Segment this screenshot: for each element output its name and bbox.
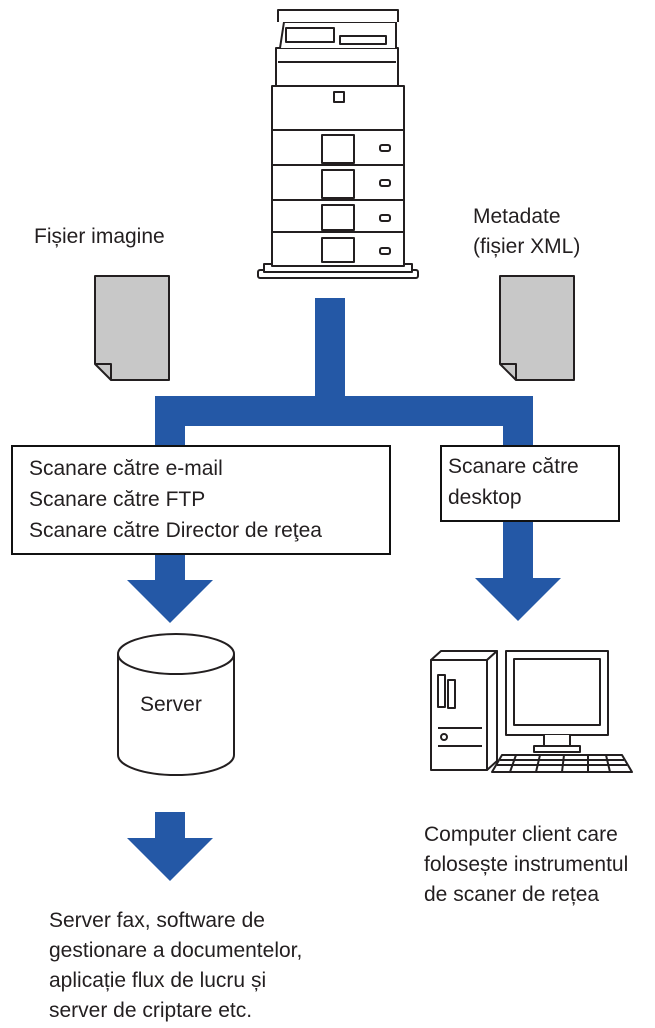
- metadata-label-line1: Metadate: [473, 205, 561, 228]
- client-label-line3: de scaner de rețea: [424, 883, 600, 906]
- metadata-label-line2: (fișier XML): [473, 235, 581, 258]
- client-computer-icon: [430, 650, 633, 773]
- bottom-label-line2: gestionare a documentelor,: [49, 939, 303, 962]
- distribution-arrows: [127, 298, 561, 881]
- client-label-line1: Computer client care: [424, 823, 618, 846]
- server-label: Server: [140, 693, 202, 716]
- scan-to-desktop-line1: Scanare către: [448, 455, 579, 478]
- client-label-line2: folosește instrumentul: [424, 853, 629, 876]
- bottom-label-line3: aplicație flux de lucru și: [49, 969, 267, 992]
- scan-to-desktop-box: Scanare către desktop: [440, 445, 620, 522]
- image-file-document-icon: [94, 275, 170, 381]
- server-icon: [117, 633, 235, 776]
- printer-icon: [257, 9, 419, 279]
- scan-to-desktop-line2: desktop: [448, 486, 522, 509]
- metadata-document-icon: [499, 275, 575, 381]
- scan-to-email-label: Scanare către e-mail: [29, 457, 223, 480]
- image-file-label: Fișier imagine: [34, 225, 165, 248]
- bottom-label-line4: server de criptare etc.: [49, 999, 253, 1022]
- scan-destinations-box: Scanare către e-mail Scanare către FTP S…: [11, 445, 391, 555]
- scan-to-ftp-label: Scanare către FTP: [29, 488, 206, 511]
- scan-to-network-folder-label: Scanare către Director de reţea: [29, 519, 322, 542]
- bottom-label-line1: Server fax, software de: [49, 909, 265, 932]
